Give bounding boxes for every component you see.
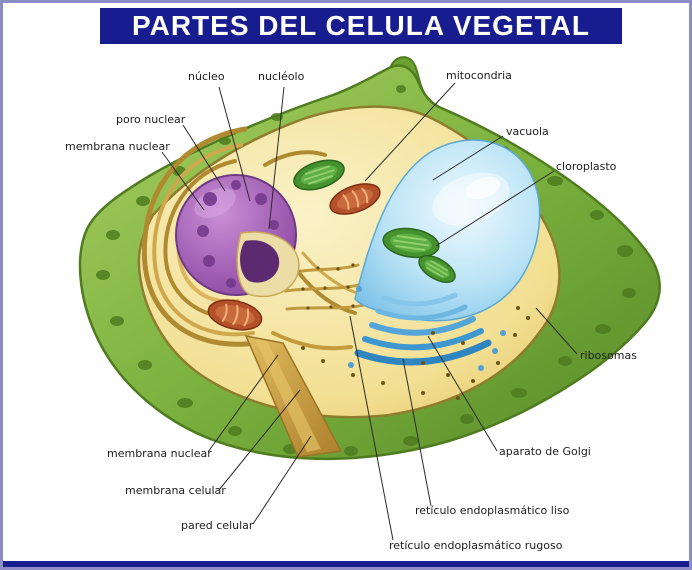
mitochondrion-1 bbox=[329, 183, 381, 215]
leader-lines bbox=[161, 82, 578, 541]
leader-line-membrana-celular bbox=[218, 389, 301, 491]
leader-line-aparato-golgi bbox=[427, 335, 498, 452]
leader-line-nucleolo bbox=[268, 86, 285, 230]
label-vacuola: vacuola bbox=[506, 125, 549, 138]
ribosome-dots bbox=[301, 306, 530, 400]
chloroplast-1 bbox=[293, 159, 345, 191]
leader-line-reticulo-liso bbox=[402, 358, 432, 507]
leader-line-poro-nuclear bbox=[182, 124, 226, 192]
mitochondrion-2 bbox=[207, 299, 263, 331]
golgi-vesicles bbox=[348, 286, 506, 371]
leader-line-vacuola bbox=[432, 135, 504, 181]
nucleolus bbox=[240, 240, 280, 283]
bottom-accent-strip bbox=[3, 561, 689, 567]
leader-line-nucleo bbox=[218, 86, 251, 202]
leader-line-pared-celular bbox=[252, 435, 312, 525]
label-nucleolo: nucléolo bbox=[258, 70, 305, 83]
cell-diagram bbox=[78, 56, 661, 541]
label-nucleo: núcleo bbox=[188, 70, 225, 83]
nucleus bbox=[175, 174, 300, 298]
leader-line-membrana-nuclear-bottom bbox=[207, 354, 279, 453]
label-reticulo-endoplasmatico-rugoso: retículo endoplasmático rugoso bbox=[389, 539, 563, 552]
label-aparato-de-golgi: aparato de Golgi bbox=[499, 445, 591, 458]
leader-line-membrana-nuclear-top bbox=[161, 151, 205, 211]
label-membrana-nuclear-bottom: membrana nuclear bbox=[107, 447, 212, 460]
label-mitocondria: mitocondria bbox=[446, 69, 512, 82]
diagram-title: PARTES DEL CELULA VEGETAL bbox=[100, 8, 622, 44]
rough-er-dots bbox=[296, 263, 355, 310]
label-cloroplasto: cloroplasto bbox=[556, 160, 617, 173]
label-reticulo-endoplasmatico-liso: retículo endoplasmático liso bbox=[415, 504, 570, 517]
chloroplast-3 bbox=[418, 255, 456, 283]
label-pared-celular: pared celular bbox=[181, 519, 254, 532]
leader-line-reticulo-rugoso bbox=[349, 315, 394, 541]
chloroplast-2 bbox=[382, 227, 440, 259]
leader-line-cloroplasto bbox=[435, 170, 555, 247]
label-ribosomas: ribosomas bbox=[580, 349, 637, 362]
leader-line-ribosomas bbox=[535, 307, 578, 355]
label-membrana-nuclear-top: membrana nuclear bbox=[65, 140, 170, 153]
leader-line-mitocondria bbox=[364, 82, 456, 182]
label-membrana-celular: membrana celular bbox=[125, 484, 226, 497]
label-poro-nuclear: poro nuclear bbox=[116, 113, 186, 126]
